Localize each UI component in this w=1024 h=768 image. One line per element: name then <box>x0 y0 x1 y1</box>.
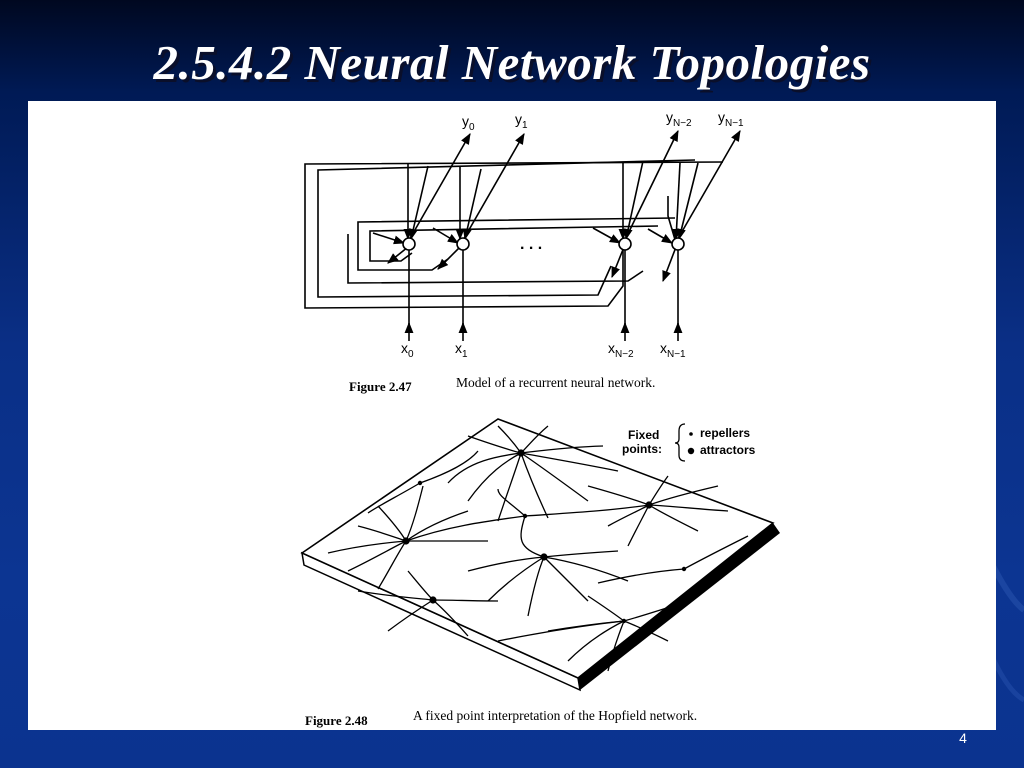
output-label-yn2: yN−2 <box>666 109 692 129</box>
neuron-node <box>456 237 470 251</box>
feedback-loop-outer <box>304 161 724 309</box>
attractor-point <box>429 596 437 604</box>
legend-title-line2: points: <box>622 442 662 456</box>
legend-brace <box>674 423 686 462</box>
output-label-y1: y1 <box>515 111 528 131</box>
attractor-legend-dot <box>687 447 695 455</box>
hopfield-fixed-point-surface <box>300 418 780 692</box>
attractor-point <box>517 449 525 457</box>
feedback-loop-3 <box>347 234 644 284</box>
output-label-yn1: yN−1 <box>718 109 744 129</box>
repeller-legend-dot <box>689 432 693 436</box>
neuron-node <box>671 237 685 251</box>
recurrent-network-diagram <box>304 129 741 341</box>
legend-repellers: repellers <box>700 426 750 440</box>
repeller-point <box>417 480 423 486</box>
repeller-point <box>681 566 687 572</box>
legend-attractors: attractors <box>700 443 756 457</box>
attractor-point <box>540 553 548 561</box>
neuron-node <box>618 237 632 251</box>
page-number: 4 <box>959 730 967 746</box>
ellipsis: . . . <box>520 236 542 253</box>
figure-248-caption: A fixed point interpretation of the Hopf… <box>413 708 697 723</box>
neuron-node <box>402 237 416 251</box>
slide-title: 2.5.4.2 Neural Network Topologies <box>153 35 871 90</box>
fixed-points-legend: Fixed points: repellers attractors <box>622 423 756 462</box>
figure-panel: y0 y1 yN−2 yN−1 x0 x1 xN−2 xN−1 . . . Fi… <box>28 101 996 730</box>
attractor-point <box>402 537 410 545</box>
input-label-x0: x0 <box>401 340 414 360</box>
figure-canvas: y0 y1 yN−2 yN−1 x0 x1 xN−2 xN−1 . . . Fi… <box>300 109 780 728</box>
repeller-point <box>621 618 627 624</box>
output-label-y0: y0 <box>462 113 475 133</box>
figure-247-caption: Model of a recurrent neural network. <box>456 375 655 390</box>
feedback-tail <box>667 196 677 244</box>
attractor-point <box>645 501 653 509</box>
figure-248-number: Figure 2.48 <box>305 713 368 728</box>
input-label-xn1: xN−1 <box>660 340 686 360</box>
feedback-loop-2 <box>317 159 696 298</box>
input-label-x1: x1 <box>455 340 468 360</box>
figure-247-number: Figure 2.47 <box>349 379 412 394</box>
repeller-point <box>522 513 528 519</box>
legend-title-line1: Fixed <box>628 428 659 442</box>
input-label-xn2: xN−2 <box>608 340 634 360</box>
